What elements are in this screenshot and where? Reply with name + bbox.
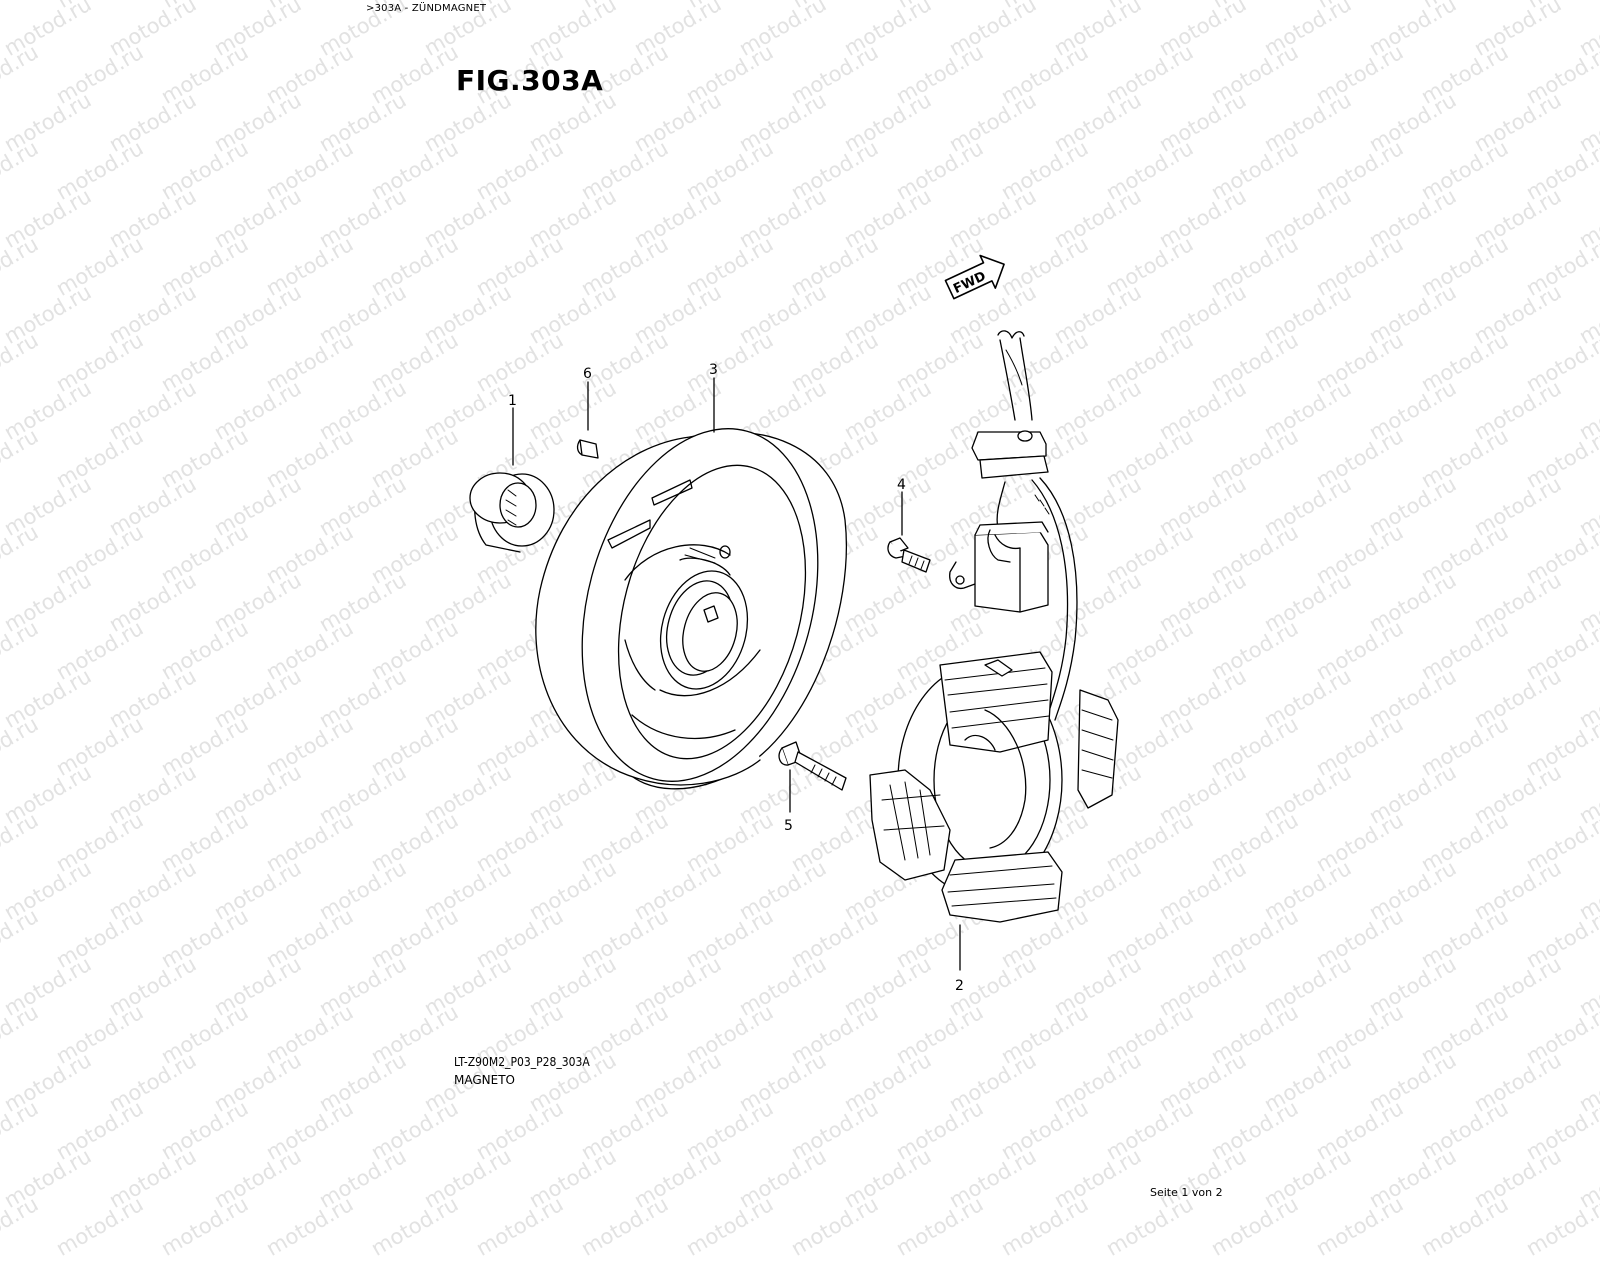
watermark-text: motod.ru [262,1191,358,1261]
watermark-text: motod.ru [1417,1191,1513,1261]
key-part [576,439,599,459]
stator-assembly-part [869,330,1119,923]
callout-1: 1 [508,393,517,409]
magneto-exploded-diagram: 1 6 3 4 [469,254,1119,994]
callout-2: 2 [955,978,964,994]
callout-6: 6 [583,366,592,382]
callout-3: 3 [709,362,718,378]
watermark-text: motod.ru [997,1191,1093,1261]
page-number: Seite 1 von 2 [1150,1186,1223,1199]
nut-part [469,472,555,553]
watermark-text: motod.ru [1207,1191,1303,1261]
watermark-text: motod.ru [1102,1191,1198,1261]
watermark-text: motod.ru [682,1191,778,1261]
callout-4: 4 [897,477,906,493]
forward-arrow-icon: FWD [944,254,1005,300]
watermark-text: motod.ru [1522,1191,1600,1261]
watermark-text: motod.ru [367,1191,463,1261]
watermark-text: motod.ru [157,1191,253,1261]
watermark-text: motod.ru [577,1191,673,1261]
figure-caption: MAGNETO [454,1073,515,1087]
figure-title: FIG.303A [456,64,604,97]
breadcrumb: >303A - ZÜNDMAGNET [366,3,487,14]
watermark-text: motod.ru [892,1191,988,1261]
drawing-code: LT-Z90M2_P03_P28_303A [454,1055,590,1069]
flywheel-rotor-part [535,428,847,790]
watermark-text: motod.ru [472,1191,568,1261]
bolt-long-part [778,741,847,791]
watermark-text: motod.ru [52,1191,148,1261]
callout-5: 5 [784,818,793,834]
watermark-text: motod.ru [1312,1191,1408,1261]
watermark-text: motod.ru [787,1191,883,1261]
watermark-text: motod.ru [0,1191,43,1261]
screw-short-part [887,537,931,573]
